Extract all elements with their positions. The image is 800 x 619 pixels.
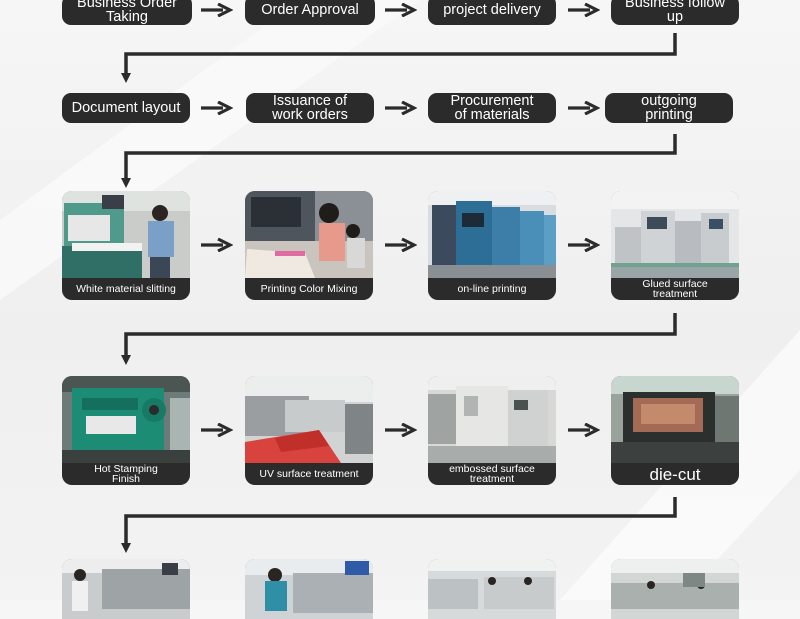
arrow-right-icon xyxy=(385,3,417,17)
step-on-line-printing: on-line printing xyxy=(428,191,556,300)
arrow-right-icon xyxy=(201,3,233,17)
step-photo-card xyxy=(245,559,373,619)
step-outgoing-printing: outgoing printing xyxy=(605,93,733,123)
step-label: Issuance of work orders xyxy=(272,93,348,123)
step-photo-card xyxy=(611,559,739,619)
embossing-machine-photo xyxy=(428,376,556,463)
arrow-right-icon xyxy=(201,101,233,115)
step-issuance-of-work-orders: Issuance of work orders xyxy=(246,93,374,123)
step-caption: Hot Stamping Finish xyxy=(94,463,158,485)
hot-stamping-machine-photo xyxy=(62,376,190,463)
step-order-approval: Order Approval xyxy=(245,0,375,25)
step-glued-surface-treatment: Glued surface treatment xyxy=(611,191,739,300)
offset-press-photo xyxy=(428,191,556,278)
step-label: Business follow up xyxy=(625,0,725,25)
step-uv-surface-treatment: UV surface treatment xyxy=(245,376,373,485)
arrow-right-icon xyxy=(385,101,417,115)
step-label: Business Order Taking xyxy=(77,0,177,25)
step-die-cut: die-cut xyxy=(611,376,739,485)
step-label: outgoing printing xyxy=(641,93,697,123)
arrow-right-icon xyxy=(568,238,600,252)
step-white-material-slitting: White material slitting xyxy=(62,191,190,300)
step-hot-stamping-finish: Hot Stamping Finish xyxy=(62,376,190,485)
arrow-right-icon xyxy=(568,101,600,115)
paper-cutting-machine-photo xyxy=(62,191,190,278)
connector-row4-row5 xyxy=(121,497,677,553)
step-photo-card xyxy=(62,559,190,619)
arrow-right-icon xyxy=(568,423,600,437)
step-photo-card xyxy=(428,559,556,619)
step-document-layout: Document layout xyxy=(62,93,190,123)
step-caption: UV surface treatment xyxy=(259,468,359,480)
die-cutting-machine-photo xyxy=(611,376,739,463)
step-printing-color-mixing: Printing Color Mixing xyxy=(245,191,373,300)
connector-row1-row2 xyxy=(121,33,677,83)
step-label: Procurement of materials xyxy=(450,93,534,123)
arrow-right-icon xyxy=(385,423,417,437)
color-mixing-workers-photo xyxy=(245,191,373,278)
step-business-follow-up: Business follow up xyxy=(611,0,739,25)
step-caption: White material slitting xyxy=(76,283,176,295)
laminating-machine-photo xyxy=(611,191,739,278)
step-label: project delivery xyxy=(443,2,541,18)
workshop-floor-photo xyxy=(428,559,556,619)
arrow-right-icon xyxy=(568,3,600,17)
step-project-delivery: project delivery xyxy=(428,0,556,25)
step-caption: Printing Color Mixing xyxy=(260,283,358,295)
step-embossed-surface-treatment: embossed surface treatment xyxy=(428,376,556,485)
arrow-right-icon xyxy=(201,423,233,437)
worker-at-machine-photo xyxy=(62,559,190,619)
step-caption: on-line printing xyxy=(457,283,527,295)
arrow-right-icon xyxy=(201,238,233,252)
connector-row2-row3 xyxy=(121,134,677,188)
step-label: Order Approval xyxy=(261,2,359,18)
worker-at-line-photo xyxy=(245,559,373,619)
connector-row3-row4 xyxy=(121,313,677,365)
step-procurement-of-materials: Procurement of materials xyxy=(428,93,556,123)
uv-coating-line-photo xyxy=(245,376,373,463)
step-label: Document layout xyxy=(71,100,181,116)
step-business-order-taking: Business Order Taking xyxy=(62,0,192,25)
step-caption: die-cut xyxy=(649,464,701,484)
arrow-right-icon xyxy=(385,238,417,252)
factory-hall-photo xyxy=(611,559,739,619)
step-caption: embossed surface treatment xyxy=(449,463,535,485)
flow-connectors xyxy=(121,33,677,553)
step-caption: Glued surface treatment xyxy=(642,278,708,300)
